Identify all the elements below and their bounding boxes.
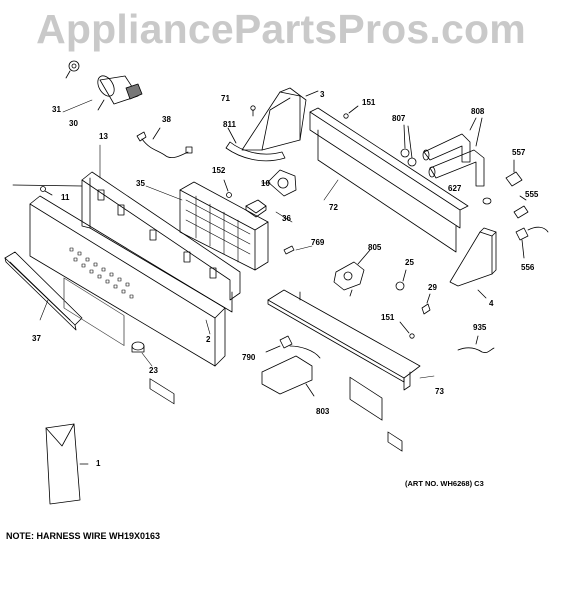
- callout-73: 73: [435, 387, 444, 396]
- part-clip-790: [265, 335, 293, 353]
- art-number: (ART NO. WH6268) C3: [405, 479, 484, 488]
- callout-1: 1: [96, 459, 101, 468]
- part-clip-627: [482, 197, 492, 205]
- callout-23: 23: [149, 366, 158, 375]
- part-overlay-37: [4, 251, 83, 331]
- part-clip-25: [395, 269, 407, 291]
- part-sensor-555: [513, 195, 529, 219]
- part-fitting-807: [400, 124, 417, 167]
- part-board-35: [179, 181, 269, 271]
- callout-935: 935: [473, 323, 487, 332]
- watermark: AppliancePartsPros.com: [36, 6, 526, 52]
- callout-71: 71: [221, 94, 230, 103]
- callout-2: 2: [206, 335, 211, 344]
- part-harness-556: [515, 226, 549, 259]
- part-clip-769: [283, 245, 295, 255]
- callout-152: 152: [212, 166, 226, 175]
- callout-555: 555: [525, 190, 539, 199]
- callout-557: 557: [512, 148, 526, 157]
- part-button-36: [245, 199, 267, 218]
- part-switch-803: [261, 345, 321, 397]
- callout-807: 807: [392, 114, 406, 123]
- callout-769: 769: [311, 238, 325, 247]
- part-screw-151b: [399, 321, 415, 339]
- part-clip-152: [223, 179, 232, 198]
- callout-72: 72: [329, 203, 338, 212]
- part-valve-805: [333, 249, 371, 297]
- callout-29: 29: [428, 283, 437, 292]
- callout-30: 30: [69, 119, 78, 128]
- harness-note: NOTE: HARNESS WIRE WH19X0163: [6, 531, 161, 541]
- part-knob-31: [65, 60, 80, 79]
- callout-790: 790: [242, 353, 256, 362]
- callout-151: 151: [381, 313, 395, 322]
- callout-37: 37: [32, 334, 41, 343]
- callout-627: 627: [448, 184, 462, 193]
- part-knob-23: [131, 341, 145, 353]
- callout-36: 36: [282, 214, 291, 223]
- callout-808: 808: [471, 107, 485, 116]
- part-screw-11: [40, 186, 53, 196]
- part-screw-151a: [343, 105, 359, 119]
- callout-556: 556: [521, 263, 535, 272]
- leader-lines: [39, 99, 435, 379]
- callout-10: 10: [261, 179, 270, 188]
- part-manual-1: [45, 423, 89, 505]
- part-panel-2: [29, 195, 226, 405]
- part-backsplash-72: [309, 107, 469, 452]
- part-valve-557: [505, 159, 523, 187]
- part-endcap-4: [449, 227, 497, 299]
- callout-811: 811: [223, 120, 236, 129]
- callout-3: 3: [320, 90, 325, 99]
- callout-805: 805: [368, 243, 382, 252]
- callout-31: 31: [52, 105, 61, 114]
- callout-13: 13: [99, 132, 108, 141]
- callout-4: 4: [489, 299, 494, 308]
- callout-151: 151: [362, 98, 376, 107]
- callout-25: 25: [405, 258, 414, 267]
- part-capacitor-30: [97, 75, 143, 111]
- part-screw-71: [250, 105, 256, 117]
- part-endcap-3: [241, 87, 319, 151]
- part-wire-38: [136, 127, 193, 159]
- part-bracket-73: [267, 289, 421, 391]
- callout-38: 38: [162, 115, 171, 124]
- callout-11: 11: [61, 193, 70, 202]
- part-switch-10: [261, 169, 297, 197]
- part-hose-808: [422, 117, 485, 187]
- part-wire-935: [457, 335, 495, 353]
- callout-35: 35: [136, 179, 145, 188]
- part-console-13: [12, 171, 241, 313]
- part-clip-29: [421, 293, 431, 315]
- callout-803: 803: [316, 407, 330, 416]
